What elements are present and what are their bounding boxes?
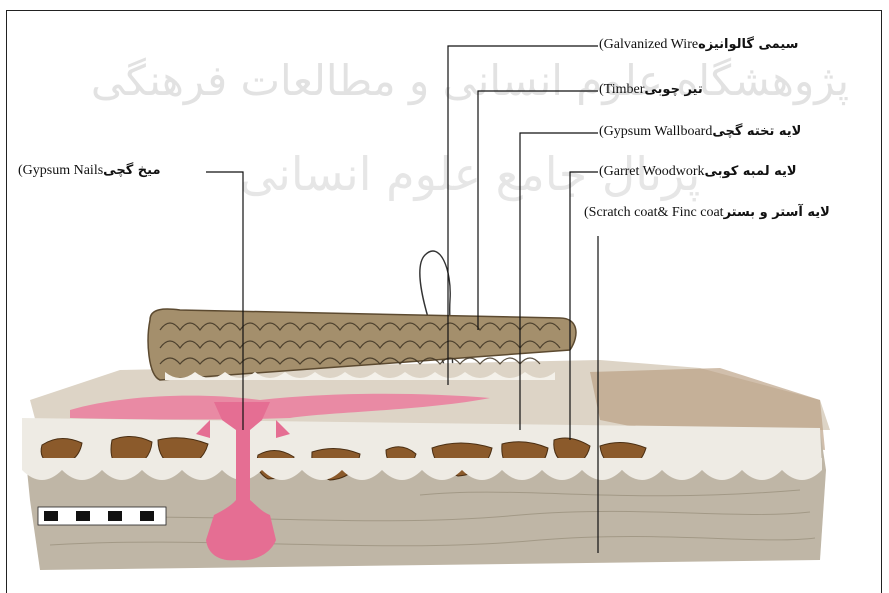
label-timber-en: (Timber — [599, 82, 644, 97]
label-gypsum-wallboard: (Gypsum Wallboardلایه تخته گچی — [599, 124, 801, 140]
label-timber-fa: تیر چوبی — [644, 82, 702, 97]
label-gypsum-wallboard-fa: لایه تخته گچی — [712, 124, 801, 139]
label-garret-woodwork-fa: لایه لمبه کوبی — [705, 164, 797, 179]
label-gypsum-nails-en: (Gypsum Nails — [18, 163, 103, 178]
label-galvanized-wire-fa: سیمی گالوانیزه — [698, 37, 798, 52]
label-scratch-coat-en: (Scratch coat& Finc coat — [584, 205, 724, 220]
label-garret-woodwork-en: (Garret Woodwork — [599, 164, 705, 179]
label-scratch-coat: (Scratch coat& Finc coatلایه آستر و بستر — [584, 205, 830, 221]
label-garret-woodwork: (Garret Woodworkلایه لمبه کوبی — [599, 164, 797, 180]
label-scratch-coat-fa: لایه آستر و بستر — [724, 205, 830, 220]
label-gypsum-wallboard-en: (Gypsum Wallboard — [599, 124, 712, 139]
watermark-text-1: پژوهشگاه علوم انسانی و مطالعات فرهنگی — [91, 56, 849, 106]
label-galvanized-wire: (Galvanized Wireسیمی گالوانیزه — [599, 37, 798, 53]
label-timber: (Timberتیر چوبی — [599, 82, 703, 98]
scale-bar — [38, 507, 166, 525]
label-galvanized-wire-en: (Galvanized Wire — [599, 37, 698, 52]
label-gypsum-nails-fa: میخ گچی — [103, 163, 160, 178]
label-gypsum-nails: (Gypsum Nailsمیخ گچی — [18, 163, 161, 179]
leader-timber — [478, 91, 598, 330]
